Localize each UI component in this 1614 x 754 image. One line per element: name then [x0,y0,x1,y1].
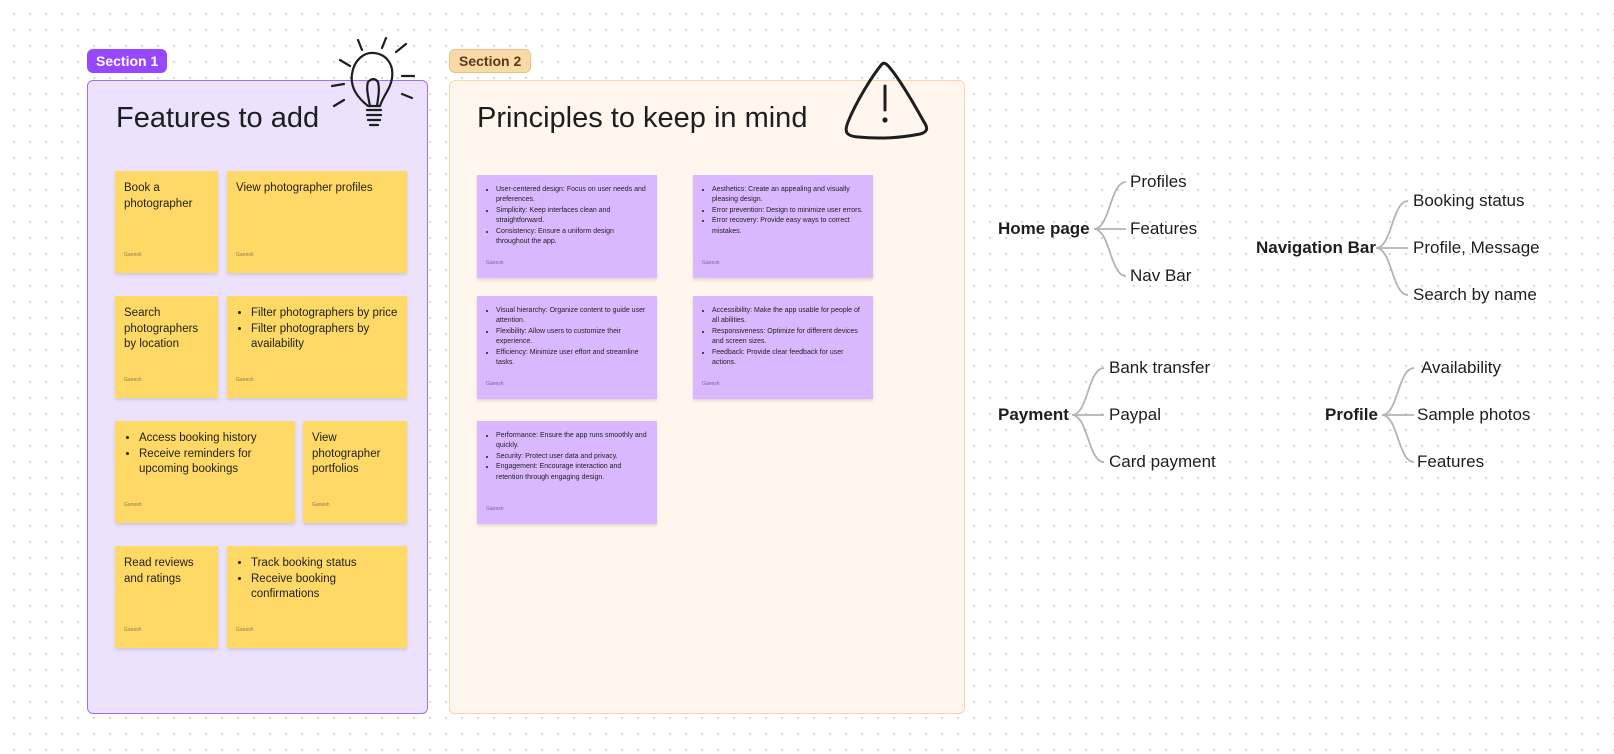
sticky-note-item: Consistency: Ensure a uniform design thr… [496,227,648,248]
sticky-note-item: Track booking status [251,556,398,572]
mindmap-node[interactable]: Sample photos [1417,405,1531,424]
mindmap-node[interactable]: Card payment [1109,452,1216,471]
mindmap-node[interactable]: Nav Bar [1130,266,1192,285]
sticky-note-author: Ganesh [124,251,142,258]
mindmap-node[interactable]: Booking status [1413,191,1525,210]
sticky-note-item: Error recovery: Provide easy ways to cor… [712,216,864,237]
sticky-note-list: Filter photographers by price Filter pho… [236,306,398,353]
sticky-note-author: Ganesh [124,626,142,633]
sticky-note-item: Feedback: Provide clear feedback for use… [712,348,864,369]
connector-line [1071,367,1105,416]
mindmap-node[interactable]: Search by name [1413,285,1537,304]
sticky-note-text: Search photographers by location [124,307,199,350]
sticky-note[interactable]: Performance: Ensure the app runs smoothl… [477,421,657,524]
sticky-note-item: Security: Protect user data and privacy. [496,452,648,462]
sticky-note-author: Ganesh [486,380,504,387]
sticky-note-item: Aesthetics: Create an appealing and visu… [712,185,864,206]
sticky-note-item: User-centered design: Focus on user need… [496,185,648,206]
sticky-note[interactable]: Book a photographer Ganesh [115,171,218,273]
connector-line [1093,181,1127,230]
sticky-note-item: Efficiency: Minimize user effort and str… [496,348,648,369]
mindmap-node[interactable]: Availability [1421,358,1502,377]
section-2-frame[interactable]: Principles to keep in mind User-centered… [449,80,965,714]
sticky-note-text: Book a photographer [124,182,193,210]
sticky-note-text: Read reviews and ratings [124,557,194,585]
connector-line [1375,200,1409,249]
sticky-note-item: Error prevention: Design to minimize use… [712,206,864,216]
sticky-note-list: User-centered design: Focus on user need… [485,185,648,247]
connector-line [1071,414,1105,463]
warning-dot [882,117,888,123]
lightbulb-icon[interactable] [328,36,420,134]
sticky-note[interactable]: Search photographers by location Ganesh [115,296,218,398]
sticky-note[interactable]: Track booking status Receive booking con… [227,546,407,648]
sticky-note-text: View photographer profiles [236,182,373,194]
connector-line [1381,367,1415,416]
sticky-note-author: Ganesh [124,501,142,508]
connector-line [1093,228,1127,277]
connector-line [1381,414,1415,463]
warning-icon[interactable] [842,60,930,142]
mindmap-node[interactable]: Bank transfer [1109,358,1211,377]
sticky-note-item: Engagement: Encourage interaction and re… [496,462,648,483]
sticky-note-item: Visual hierarchy: Organize content to gu… [496,306,648,327]
sticky-note-list: Aesthetics: Create an appealing and visu… [701,185,864,237]
sticky-note[interactable]: Filter photographers by price Filter pho… [227,296,407,398]
mindmap-root-navigation-bar[interactable]: Navigation Bar [1256,238,1376,257]
sticky-note[interactable]: View photographer portfolios Ganesh [303,421,407,523]
sticky-note-item: Performance: Ensure the app runs smoothl… [496,431,648,452]
sticky-note-list: Access booking history Receive reminders… [124,431,286,478]
mindmap-node[interactable]: Profiles [1130,172,1187,191]
sticky-note[interactable]: Visual hierarchy: Organize content to gu… [477,296,657,399]
sticky-note-item: Filter photographers by availability [251,322,398,353]
sticky-note-author: Ganesh [702,380,720,387]
mindmap-node[interactable]: Profile, Message [1413,238,1540,257]
sticky-note-author: Ganesh [486,259,504,266]
sticky-note[interactable]: Accessibility: Make the app usable for p… [693,296,873,399]
section-1-frame[interactable]: Features to add Book a photographer Gane… [87,80,428,714]
sticky-note-author: Ganesh [486,505,504,512]
sticky-note[interactable]: View photographer profiles Ganesh [227,171,407,273]
section-1-title: Features to add [116,102,320,134]
section-2-title: Principles to keep in mind [477,102,808,134]
sticky-note[interactable]: Access booking history Receive reminders… [115,421,295,523]
sticky-note[interactable]: Read reviews and ratings Ganesh [115,546,218,648]
sticky-note-list: Track booking status Receive booking con… [236,556,398,603]
sticky-note-item: Responsiveness: Optimize for different d… [712,327,864,348]
sticky-note-item: Access booking history [139,431,286,447]
mindmap-root-home-page[interactable]: Home page [998,219,1090,238]
mindmap-root-profile[interactable]: Profile [1325,405,1378,424]
sticky-note-list: Performance: Ensure the app runs smoothl… [485,431,648,483]
sticky-note-item: Simplicity: Keep interfaces clean and st… [496,206,648,227]
mindmap-node[interactable]: Paypal [1109,405,1161,424]
sticky-note-author: Ganesh [236,376,254,383]
sticky-note-author: Ganesh [702,259,720,266]
sticky-note-item: Receive booking confirmations [251,572,398,603]
section-1-label[interactable]: Section 1 [87,49,168,73]
sticky-note-item: Filter photographers by price [251,306,398,322]
mindmap-node[interactable]: Features [1417,452,1485,471]
sticky-note-list: Accessibility: Make the app usable for p… [701,306,864,368]
sticky-note-list: Visual hierarchy: Organize content to gu… [485,306,648,368]
sticky-note[interactable]: User-centered design: Focus on user need… [477,175,657,278]
section-2-label[interactable]: Section 2 [449,49,532,73]
sticky-note-author: Ganesh [124,376,142,383]
sticky-note-item: Flexibility: Allow users to customize th… [496,327,648,348]
sticky-note-text: View photographer portfolios [312,432,381,475]
sticky-note-author: Ganesh [312,501,330,508]
sticky-note-author: Ganesh [236,626,254,633]
sticky-note-item: Receive reminders for upcoming bookings [139,447,286,478]
sticky-note[interactable]: Aesthetics: Create an appealing and visu… [693,175,873,278]
sticky-note-author: Ganesh [236,251,254,258]
connector-line [1375,247,1409,296]
sticky-note-item: Accessibility: Make the app usable for p… [712,306,864,327]
mindmap-root-payment[interactable]: Payment [998,405,1069,424]
mindmap-node[interactable]: Features [1130,219,1198,238]
